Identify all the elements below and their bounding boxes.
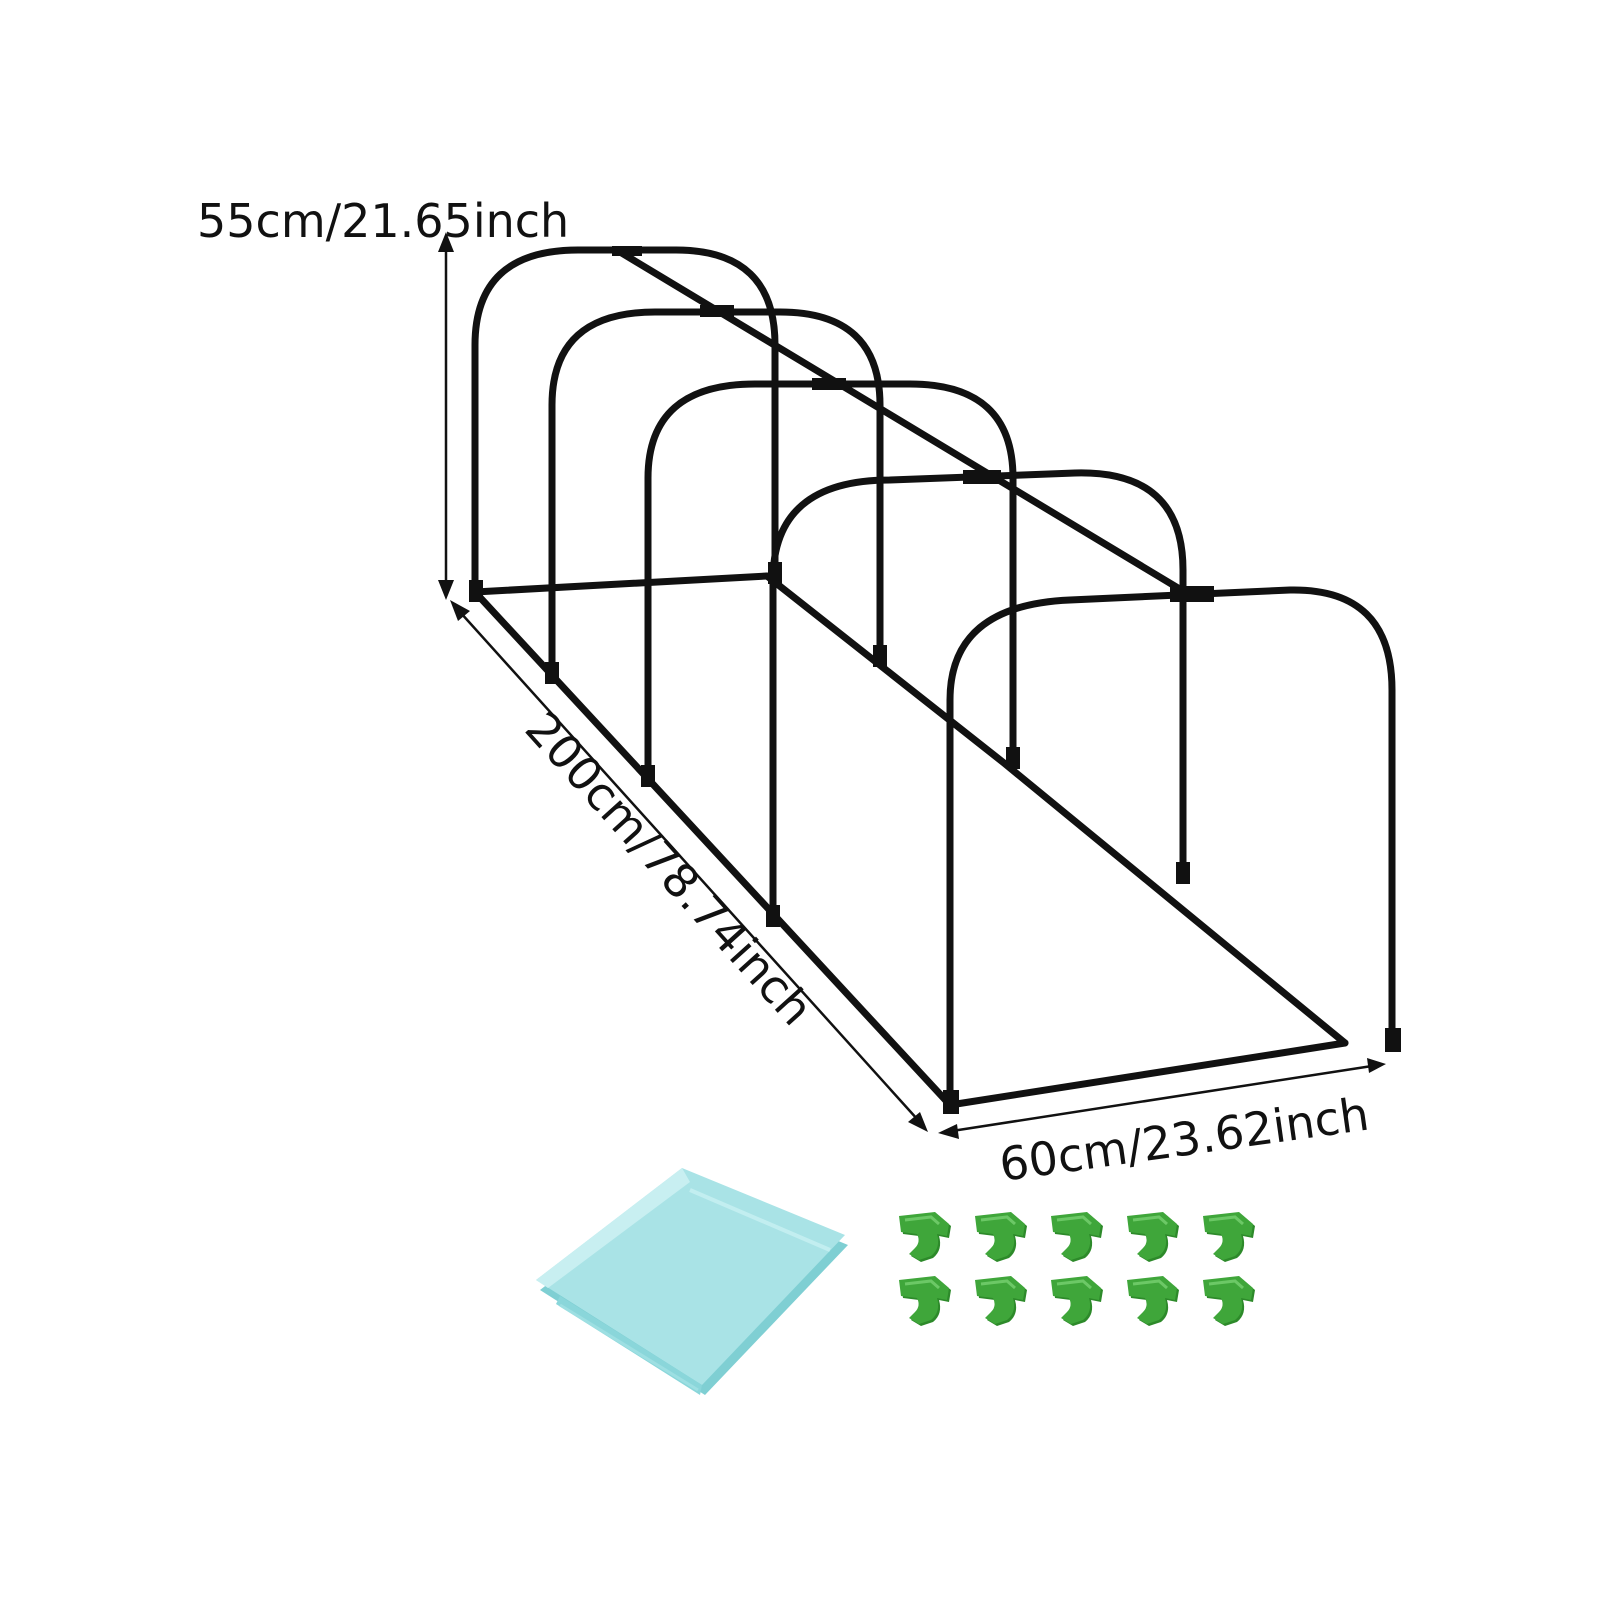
width-dimension-label: 60cm/23.62inch [996,1087,1372,1192]
joint [612,246,642,256]
top-ridge-bar [616,248,1192,598]
joint [873,645,887,667]
width-arrow [938,1058,1386,1139]
greenhouse-clip-icon [1127,1212,1179,1262]
joint [943,1090,959,1114]
greenhouse-clip-icon [975,1212,1027,1262]
hoop-4 [769,469,1187,924]
joint [641,765,655,787]
base-front [946,1039,1349,1109]
joint [1176,862,1190,884]
height-dimension-label: 55cm/21.65inch [197,194,569,248]
base-back [471,572,771,596]
greenhouse-clip-icon [1051,1212,1103,1262]
greenhouse-clip-icon [1203,1276,1255,1326]
folded-film-sheet-icon [536,1168,848,1395]
hoop-1 [471,246,779,596]
greenhouse-clip-icon [1127,1276,1179,1326]
joint [1006,747,1020,769]
joint [768,562,782,584]
joint [812,378,846,390]
joint [1170,586,1214,602]
greenhouse-clip-icon [899,1276,951,1326]
greenhouse-clip-icon [899,1212,951,1262]
joint [766,905,780,927]
joint [1385,1028,1401,1052]
greenhouse-clip-icon [975,1276,1027,1326]
joint [700,305,734,317]
height-arrow [438,232,454,600]
greenhouse-clips [899,1212,1255,1326]
greenhouse-clip-icon [1051,1276,1103,1326]
greenhouse-clip-icon [1203,1212,1255,1262]
joint [963,470,1001,484]
base-rail-right [763,572,1349,1047]
tunnel-frame [469,246,1401,1114]
joint [469,580,483,602]
length-arrow [450,600,928,1132]
length-dimension-label: 200cm/78.74inch [515,701,824,1035]
joint [545,662,559,684]
